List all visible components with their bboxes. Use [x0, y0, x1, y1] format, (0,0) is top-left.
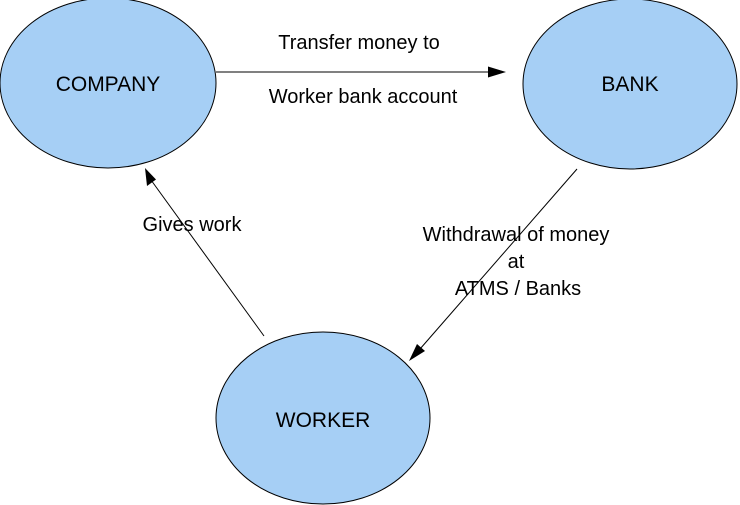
edge-worker-to-company-label: Gives work: [143, 214, 243, 236]
edge-company-to-bank-arrowhead: [488, 66, 506, 78]
edge-company-to-bank-label-line2: Worker bank account: [269, 86, 458, 108]
edge-bank-to-worker-arrowhead: [409, 344, 425, 361]
node-bank: BANK: [522, 0, 738, 170]
edge-bank-to-worker-line: [419, 168, 578, 350]
node-bank-shape: [522, 0, 738, 170]
edge-bank-to-worker-label-line1: Withdrawal of money: [423, 224, 610, 246]
node-company-label: COMPANY: [56, 73, 161, 96]
edge-company-to-bank-label-line1: Transfer money to: [278, 32, 440, 54]
node-worker-label: WORKER: [276, 409, 371, 432]
node-worker-shape: [215, 331, 431, 505]
node-worker: WORKER: [215, 331, 431, 505]
edge-company-to-bank: [216, 66, 506, 78]
node-company-shape: [0, 0, 217, 169]
node-company: COMPANY: [0, 0, 217, 169]
edge-worker-to-company-arrowhead: [145, 168, 156, 186]
node-bank-label: BANK: [601, 73, 658, 96]
edge-worker-to-company-line: [150, 179, 265, 337]
edge-bank-to-worker-label-line2: at: [508, 251, 525, 273]
edge-bank-to-worker-label-line3: ATMS / Banks: [455, 278, 581, 300]
edge-bank-to-worker: [409, 168, 578, 361]
edge-worker-to-company: [145, 168, 265, 337]
